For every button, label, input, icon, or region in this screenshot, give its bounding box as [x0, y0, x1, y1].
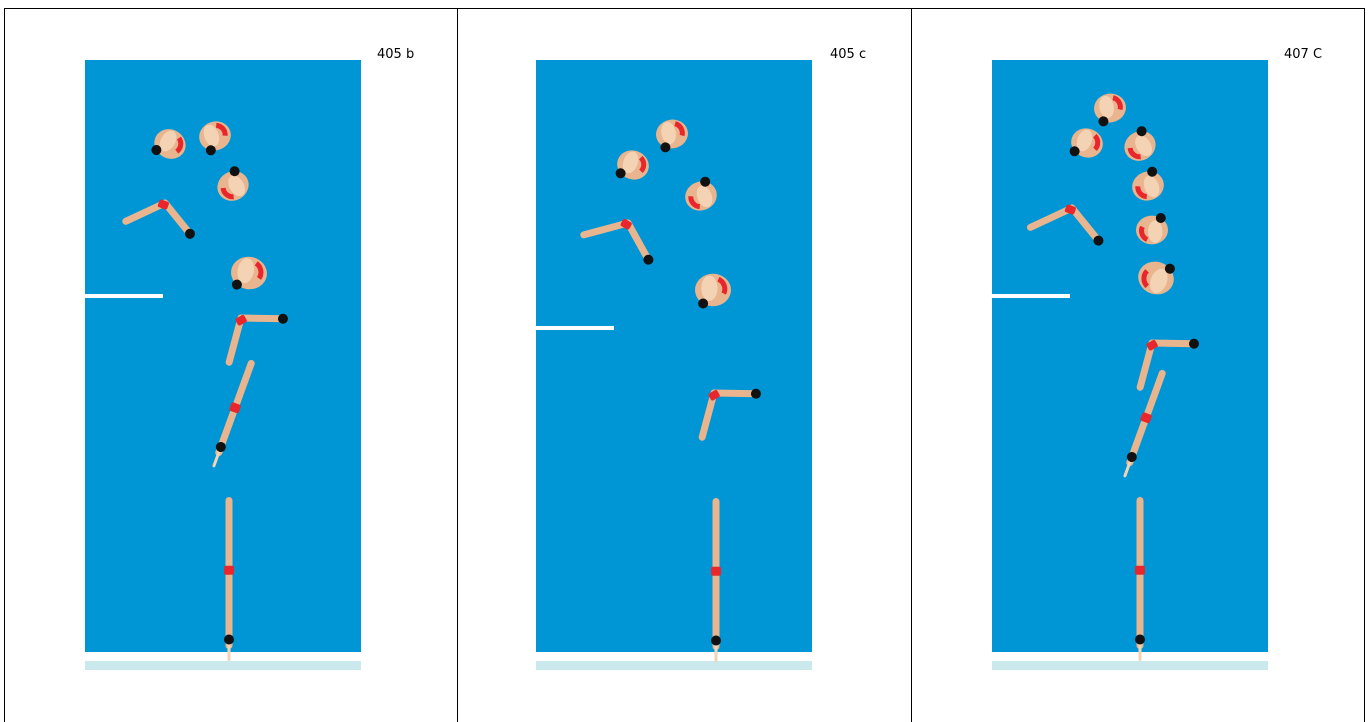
- dive-illustration: [912, 8, 1364, 722]
- pool-area: [85, 60, 361, 652]
- springboard: [85, 294, 163, 298]
- pool-floor: [992, 661, 1268, 670]
- dive-panel-405b: 405 b: [5, 8, 457, 722]
- springboard: [992, 294, 1070, 298]
- dive-illustration: [5, 8, 457, 722]
- springboard: [536, 326, 614, 330]
- dive-panel-407c: 407 C: [912, 8, 1364, 722]
- pool-floor: [536, 661, 812, 670]
- dive-panel-405c: 405 c: [458, 8, 911, 722]
- pool-floor: [85, 661, 361, 670]
- dive-illustration: [458, 8, 911, 722]
- diver-figure: [224, 501, 234, 660]
- pool-area: [536, 60, 812, 652]
- diver-figure: [1135, 501, 1145, 660]
- diver-figure: [711, 502, 721, 661]
